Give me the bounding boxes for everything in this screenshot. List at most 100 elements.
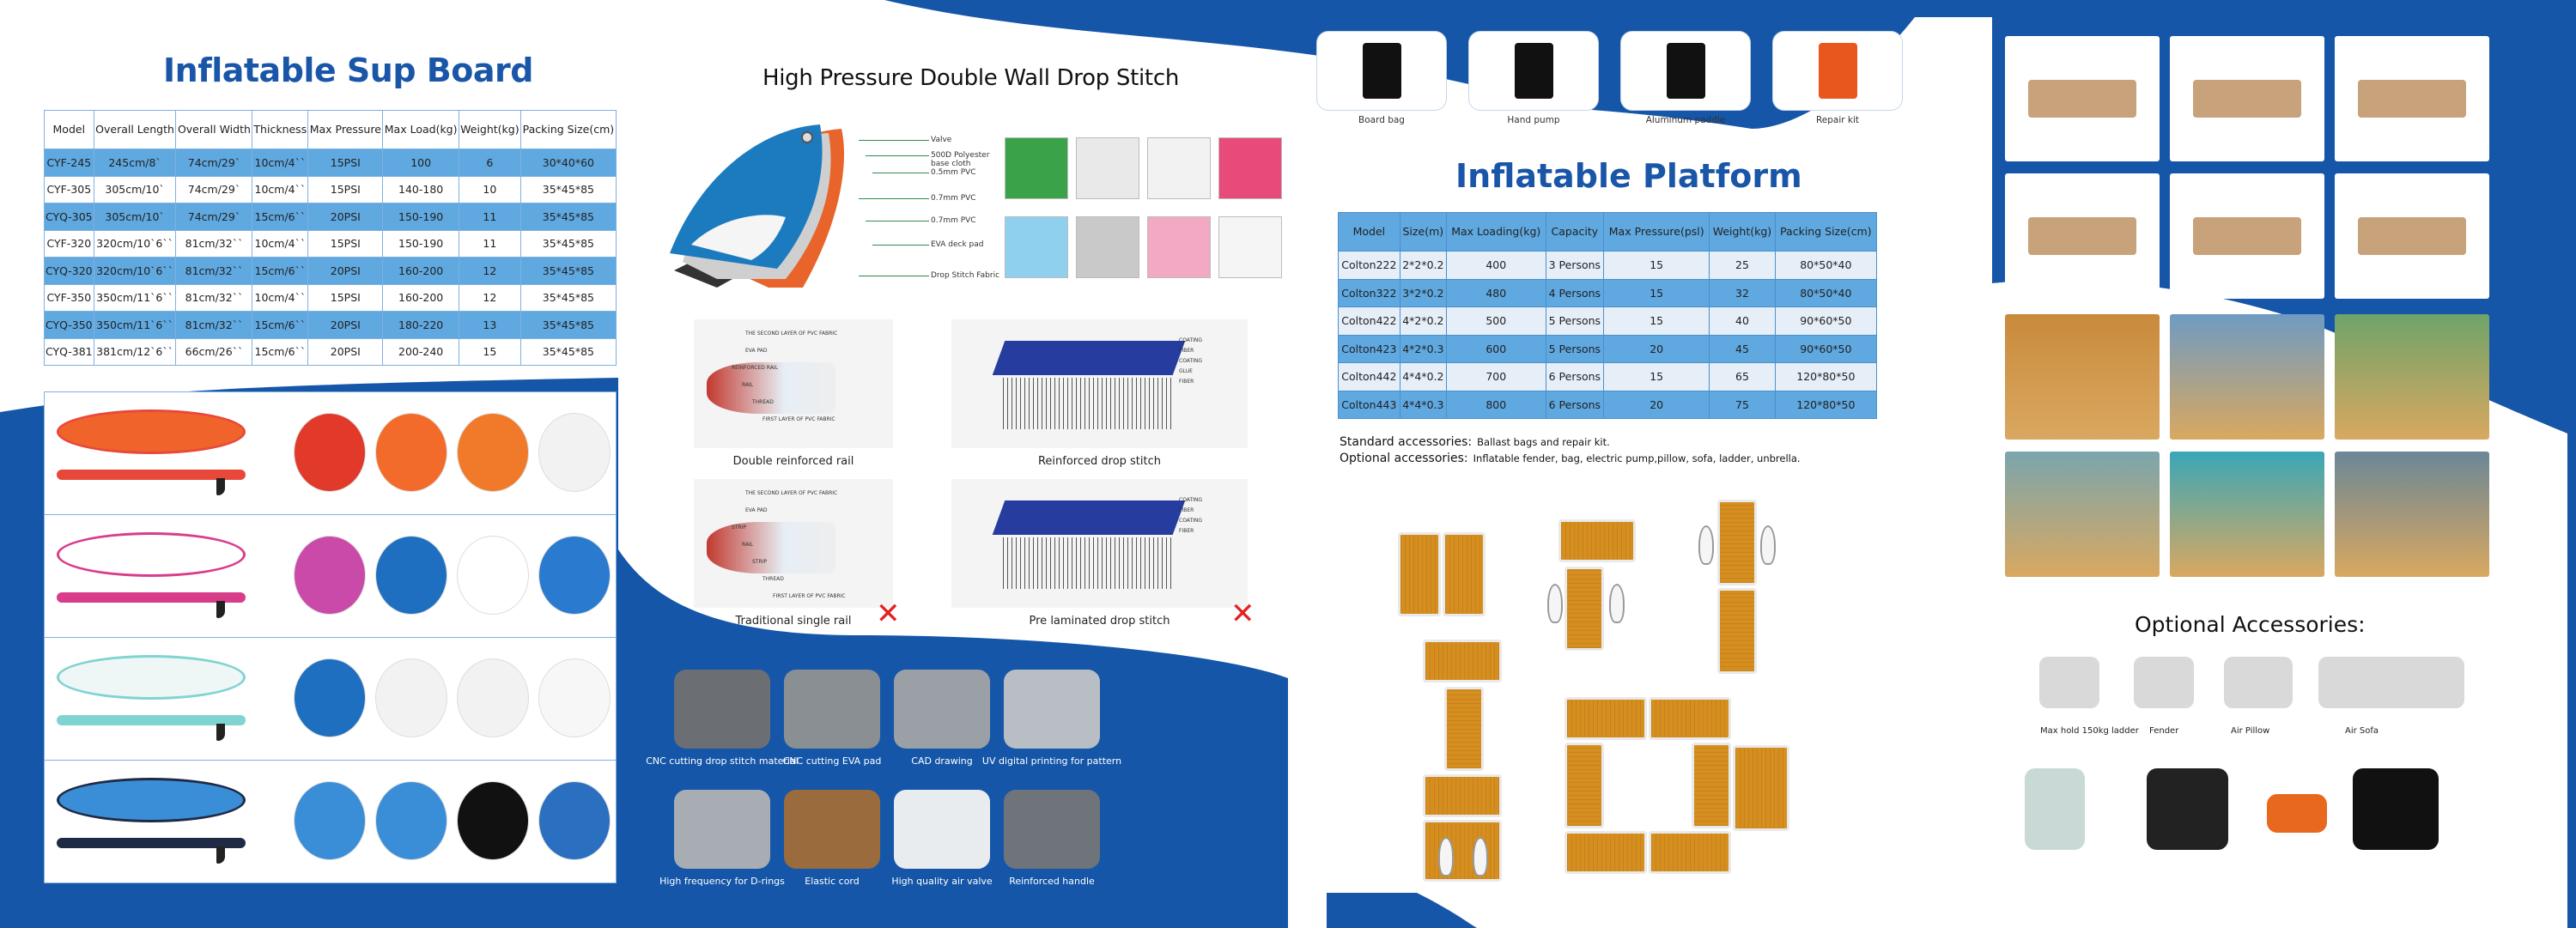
board-detail-closeup [294, 781, 366, 860]
column-header: Weight(kg) [1709, 212, 1776, 252]
product-photo [2170, 173, 2324, 299]
table-cell: 4*2*0.2 [1399, 306, 1447, 336]
comparison-caption: Pre laminated drop stitch [1029, 615, 1170, 628]
table-cell: 12 [458, 283, 521, 312]
column-header: Capacity [1545, 212, 1605, 252]
table-cell: 75 [1709, 390, 1776, 419]
table-cell: 4 Persons [1545, 278, 1605, 307]
table-cell: 4*2*0.3 [1399, 334, 1447, 363]
table-cell: 81cm/32`` [175, 257, 253, 285]
fin-icon [216, 478, 225, 495]
lawn-platform-photo [2335, 314, 2489, 440]
accessory-card [1316, 31, 1447, 111]
table-cell: 120*80*50 [1774, 362, 1878, 391]
product-photo [2005, 36, 2160, 161]
table-cell: 320cm/10`6`` [93, 229, 177, 258]
board-detail-closeup [375, 413, 447, 492]
callout-label: FIBER [1179, 348, 1194, 354]
swoosh-bottom [1327, 893, 1477, 928]
callout-label: COATING [1179, 518, 1203, 524]
board-detail-closeup [457, 781, 529, 860]
model-cell: Colton222 [1338, 251, 1400, 280]
accessory-card [1620, 31, 1751, 111]
column-header: Max Pressure(psl) [1603, 212, 1710, 252]
optional-accessories-value: Inflatable fender, bag, electric pump,pi… [1473, 452, 1801, 464]
dock-module [1649, 697, 1731, 740]
jetski-icon [1760, 525, 1776, 565]
table-cell: 600 [1445, 334, 1546, 363]
fin-icon [216, 846, 225, 864]
pillow-icon [2224, 657, 2293, 708]
table-cell: 15 [1603, 362, 1710, 391]
table-cell: 2*2*0.2 [1399, 251, 1447, 280]
model-cell: Colton443 [1338, 390, 1400, 419]
table-cell: 15cm/6`` [252, 257, 309, 285]
table-cell: 35*45*85 [519, 311, 617, 339]
dock-module [1423, 820, 1502, 882]
table-cell: 10cm/4`` [252, 175, 309, 203]
product-photo [2170, 36, 2324, 161]
table-cell: 381cm/12`6`` [93, 337, 177, 366]
table-cell: 15 [1603, 306, 1710, 336]
material-sample-photo [1218, 216, 1282, 278]
board-top-view [57, 409, 246, 454]
repair-kit-icon [1818, 42, 1857, 100]
callout-label: STRIP [752, 559, 768, 565]
table-cell: 20 [1603, 390, 1710, 419]
fender-icon [2134, 657, 2194, 708]
table-cell: 20 [1603, 334, 1710, 363]
material-sample-photo [1147, 137, 1211, 199]
column-header: Size(m) [1399, 212, 1447, 252]
standard-accessories-note: Standard accessories:Ballast bags and re… [1340, 435, 1610, 449]
table-cell: 74cm/29` [175, 175, 253, 203]
board-detail-closeup [538, 413, 611, 492]
callout-label: GLUE [1179, 368, 1193, 374]
table-cell: 74cm/29` [175, 149, 253, 177]
sup-board-row [45, 515, 616, 638]
standard-accessories-value: Ballast bags and repair kit. [1477, 436, 1610, 448]
process-photo [674, 670, 770, 749]
optional-accessory-label: Air Pillow [2231, 726, 2270, 736]
table-cell: 11 [458, 203, 521, 231]
drop-stitch-block-illustration [992, 341, 1186, 375]
sup-board-row [45, 638, 616, 761]
table-cell: 4*4*0.3 [1399, 390, 1447, 419]
process-caption: CNC cutting EVA pad [782, 755, 882, 767]
jetski-icon [1698, 525, 1714, 565]
dock-module [1444, 687, 1484, 771]
dock-module [1733, 745, 1789, 831]
d-ring-plate-image [2358, 217, 2466, 255]
model-cell: Colton423 [1338, 334, 1400, 363]
dock-module [1564, 697, 1647, 740]
callout-label: COATING [1179, 497, 1203, 503]
board-detail-closeup [457, 658, 529, 737]
dock-module [1564, 743, 1604, 828]
table-cell: 6 [458, 149, 521, 177]
accessory-label: Aluminum paddle [1645, 115, 1726, 125]
dock-module [1443, 532, 1485, 616]
callout-label: RAIL [742, 382, 754, 388]
table-cell: 160-200 [382, 257, 459, 285]
table-cell: 20PSI [307, 337, 384, 366]
process-caption: High frequency for D-rings [659, 876, 785, 887]
jetski-icon [1473, 837, 1488, 876]
board-side-view [57, 838, 246, 848]
material-sample-photo [1076, 137, 1139, 199]
comparison-caption: Double reinforced rail [732, 455, 854, 468]
callout-label: THE SECOND LAYER OF PVC FABRIC [745, 490, 838, 496]
table-cell: 100 [382, 149, 459, 177]
dock-module [1398, 532, 1441, 616]
callout-label: EVA PAD [745, 507, 768, 513]
table-cell: 350cm/11`6`` [93, 283, 177, 312]
accessory-label: Hand pump [1507, 115, 1560, 125]
